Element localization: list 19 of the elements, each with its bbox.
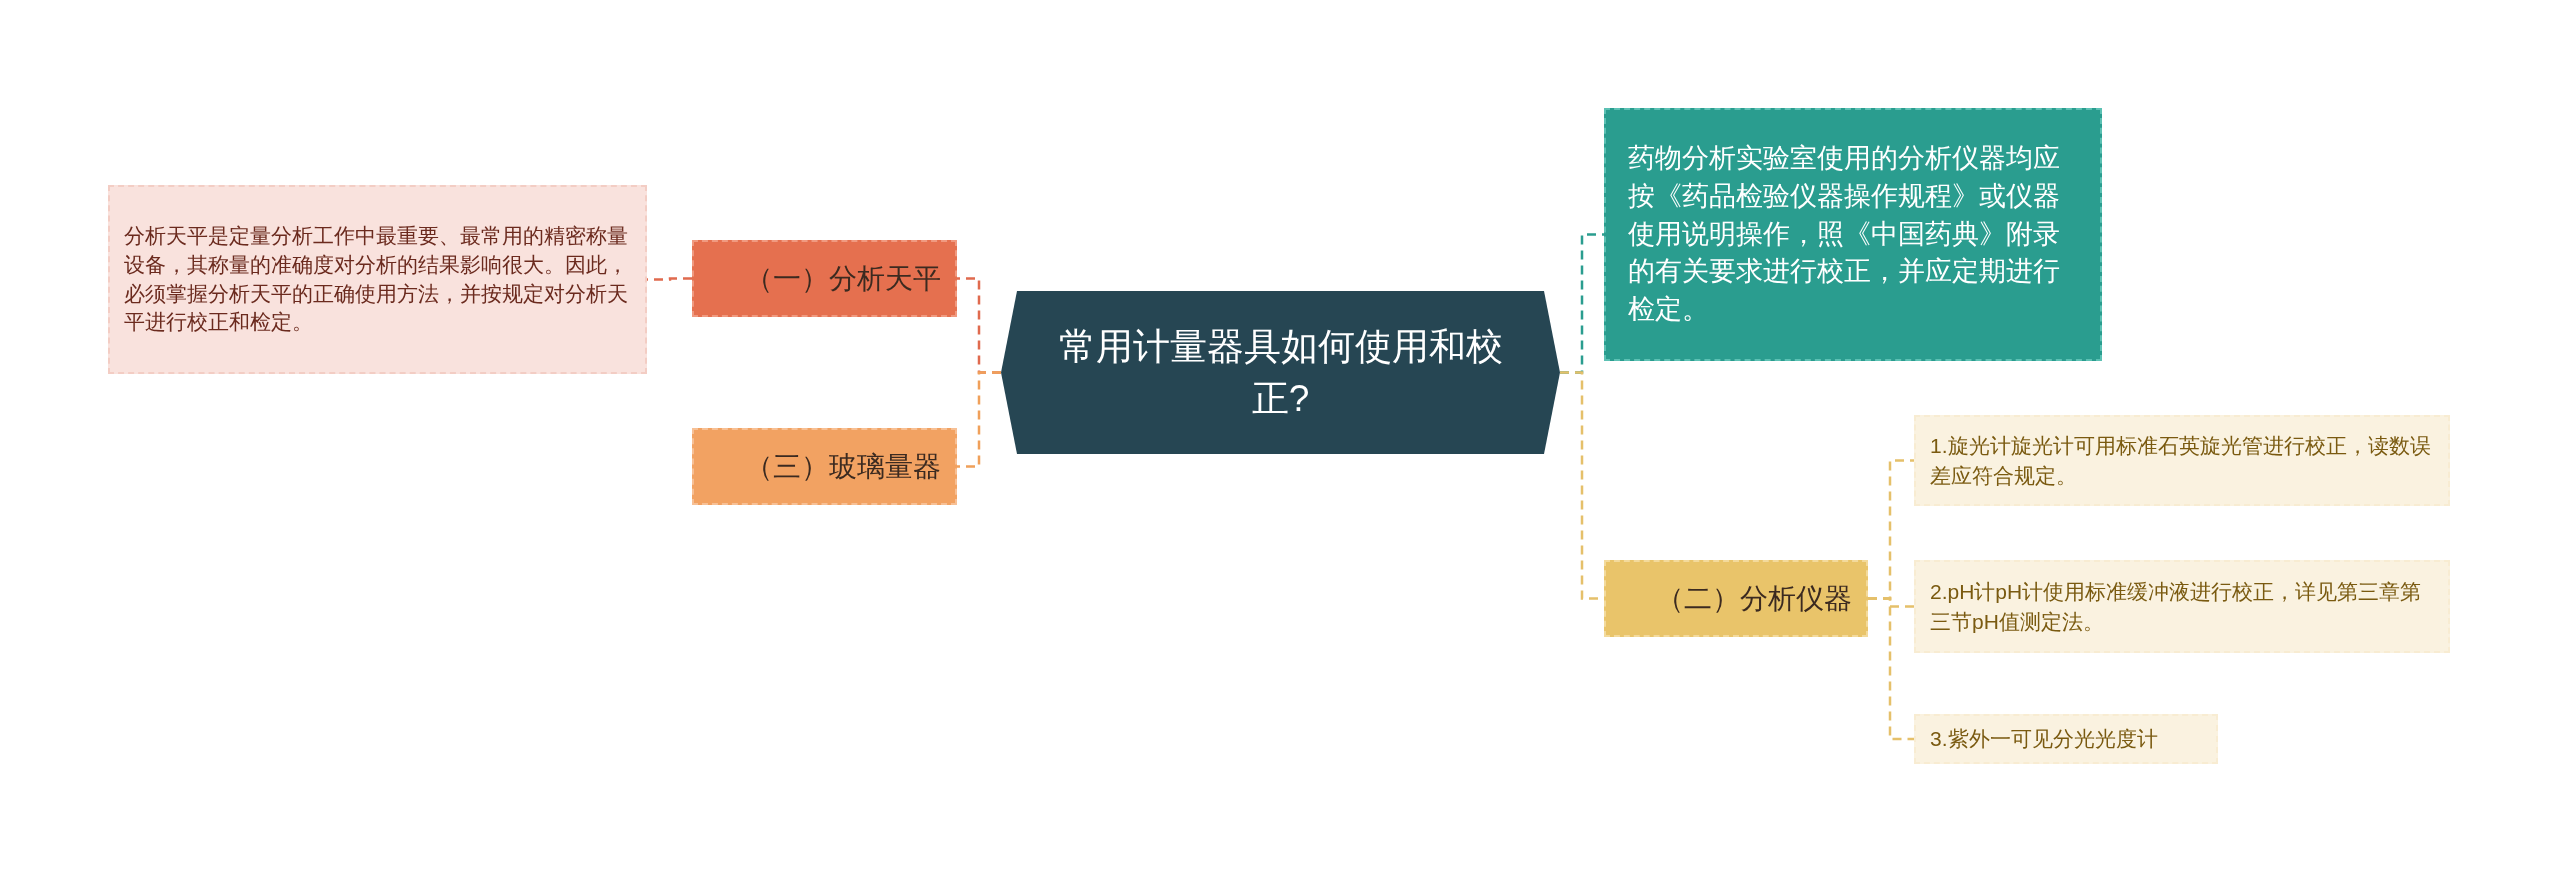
topic-title: 常用计量器具如何使用和校正? bbox=[1057, 324, 1504, 421]
note-text: 药物分析实验室使用的分析仪器均应按《药品检验仪器操作规程》或仪器使用说明操作，照《中国药典》附录的有关要求进行校正，并应定期进行检定。 bbox=[1628, 142, 2061, 327]
note-box bbox=[1604, 108, 2102, 361]
leaf-box bbox=[1914, 560, 2450, 653]
note-text: 分析天平是定量分析工作中最重要、最常用的精密称量设备，其称量的准确度对分析的结果影响很大。因此，必须掌握分析天平的正确使用方法，并按规定对分析天平进行校正和检定。 bbox=[124, 223, 629, 336]
branch-box bbox=[692, 428, 957, 505]
leaf-box bbox=[1914, 415, 2450, 506]
branch-label: （三）玻璃量器 bbox=[745, 449, 941, 484]
branch-label: （二）分析仪器 bbox=[1656, 581, 1852, 616]
branch-box bbox=[1604, 560, 1868, 637]
connector-line bbox=[957, 371, 1001, 468]
note-text: 2.pH计pH计使用标准缓冲液进行校正，详见第三章第三节pH值测定法。 bbox=[1930, 579, 2423, 635]
branch-label: （一）分析天平 bbox=[745, 261, 941, 296]
leaf-box bbox=[1914, 714, 2218, 764]
branch-box bbox=[692, 240, 957, 317]
note-text: 3.紫外一可见分光光度计 bbox=[1930, 726, 2158, 753]
note-box bbox=[108, 185, 647, 374]
connector-line bbox=[1868, 597, 1914, 741]
note-text: 1.旋光计旋光计可用标准石英旋光管进行校正，读数误差应符合规定。 bbox=[1930, 433, 2432, 489]
